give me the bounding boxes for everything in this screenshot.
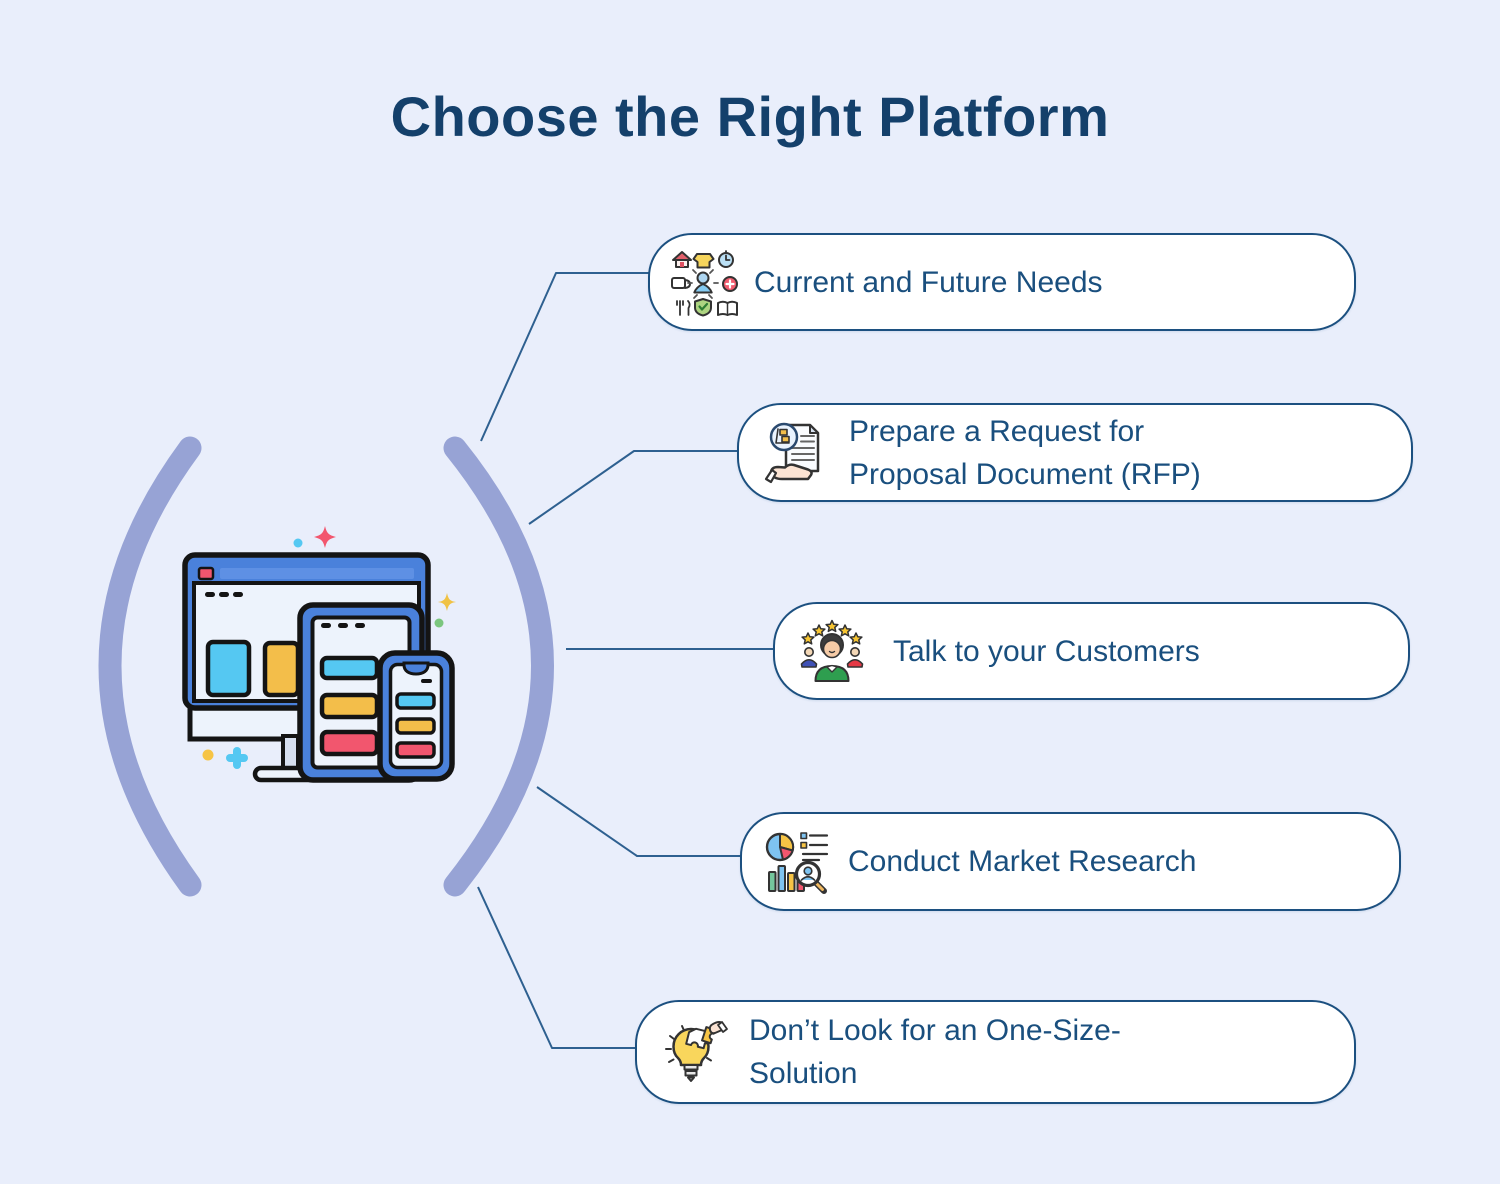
market-research-icon [760,825,834,899]
connector-one-size [477,886,640,1049]
page-title: Choose the Right Platform [390,85,1110,148]
callout-label: Don’t Look for an One-Size- Solution [749,1014,1121,1090]
callout-prepare-rfp: Prepare a Request for Proposal Document … [737,403,1413,502]
connector-market-research [536,786,743,857]
devices-illustration [176,522,464,786]
one-size-lightbulb-icon [659,1015,733,1089]
right-paren-arc [443,436,554,897]
left-paren-arc [98,436,202,897]
needs-icon [666,245,740,319]
connector-needs [480,272,652,442]
callout-label: Conduct Market Research [848,845,1197,878]
callout-label: Prepare a Request for Proposal Document … [849,414,1201,491]
menu-dots [205,592,243,597]
smartphone [377,650,455,782]
callout-current-future-needs: Current and Future Needs [648,233,1356,331]
phone-notch [402,661,430,676]
callout-talk-to-customers: Talk to your Customers [773,602,1410,700]
callout-one-size-solution: Don’t Look for an One-Size- Solution [635,1000,1356,1104]
customers-icon [795,614,869,688]
responsive-devices-icon [182,526,456,783]
callout-label: Current and Future Needs [754,265,1103,299]
rfp-document-icon [759,416,833,490]
sparkles [202,526,456,769]
callout-label: Talk to your Customers [893,634,1200,668]
connector-rfp [528,450,740,525]
callout-market-research: Conduct Market Research [740,812,1401,911]
